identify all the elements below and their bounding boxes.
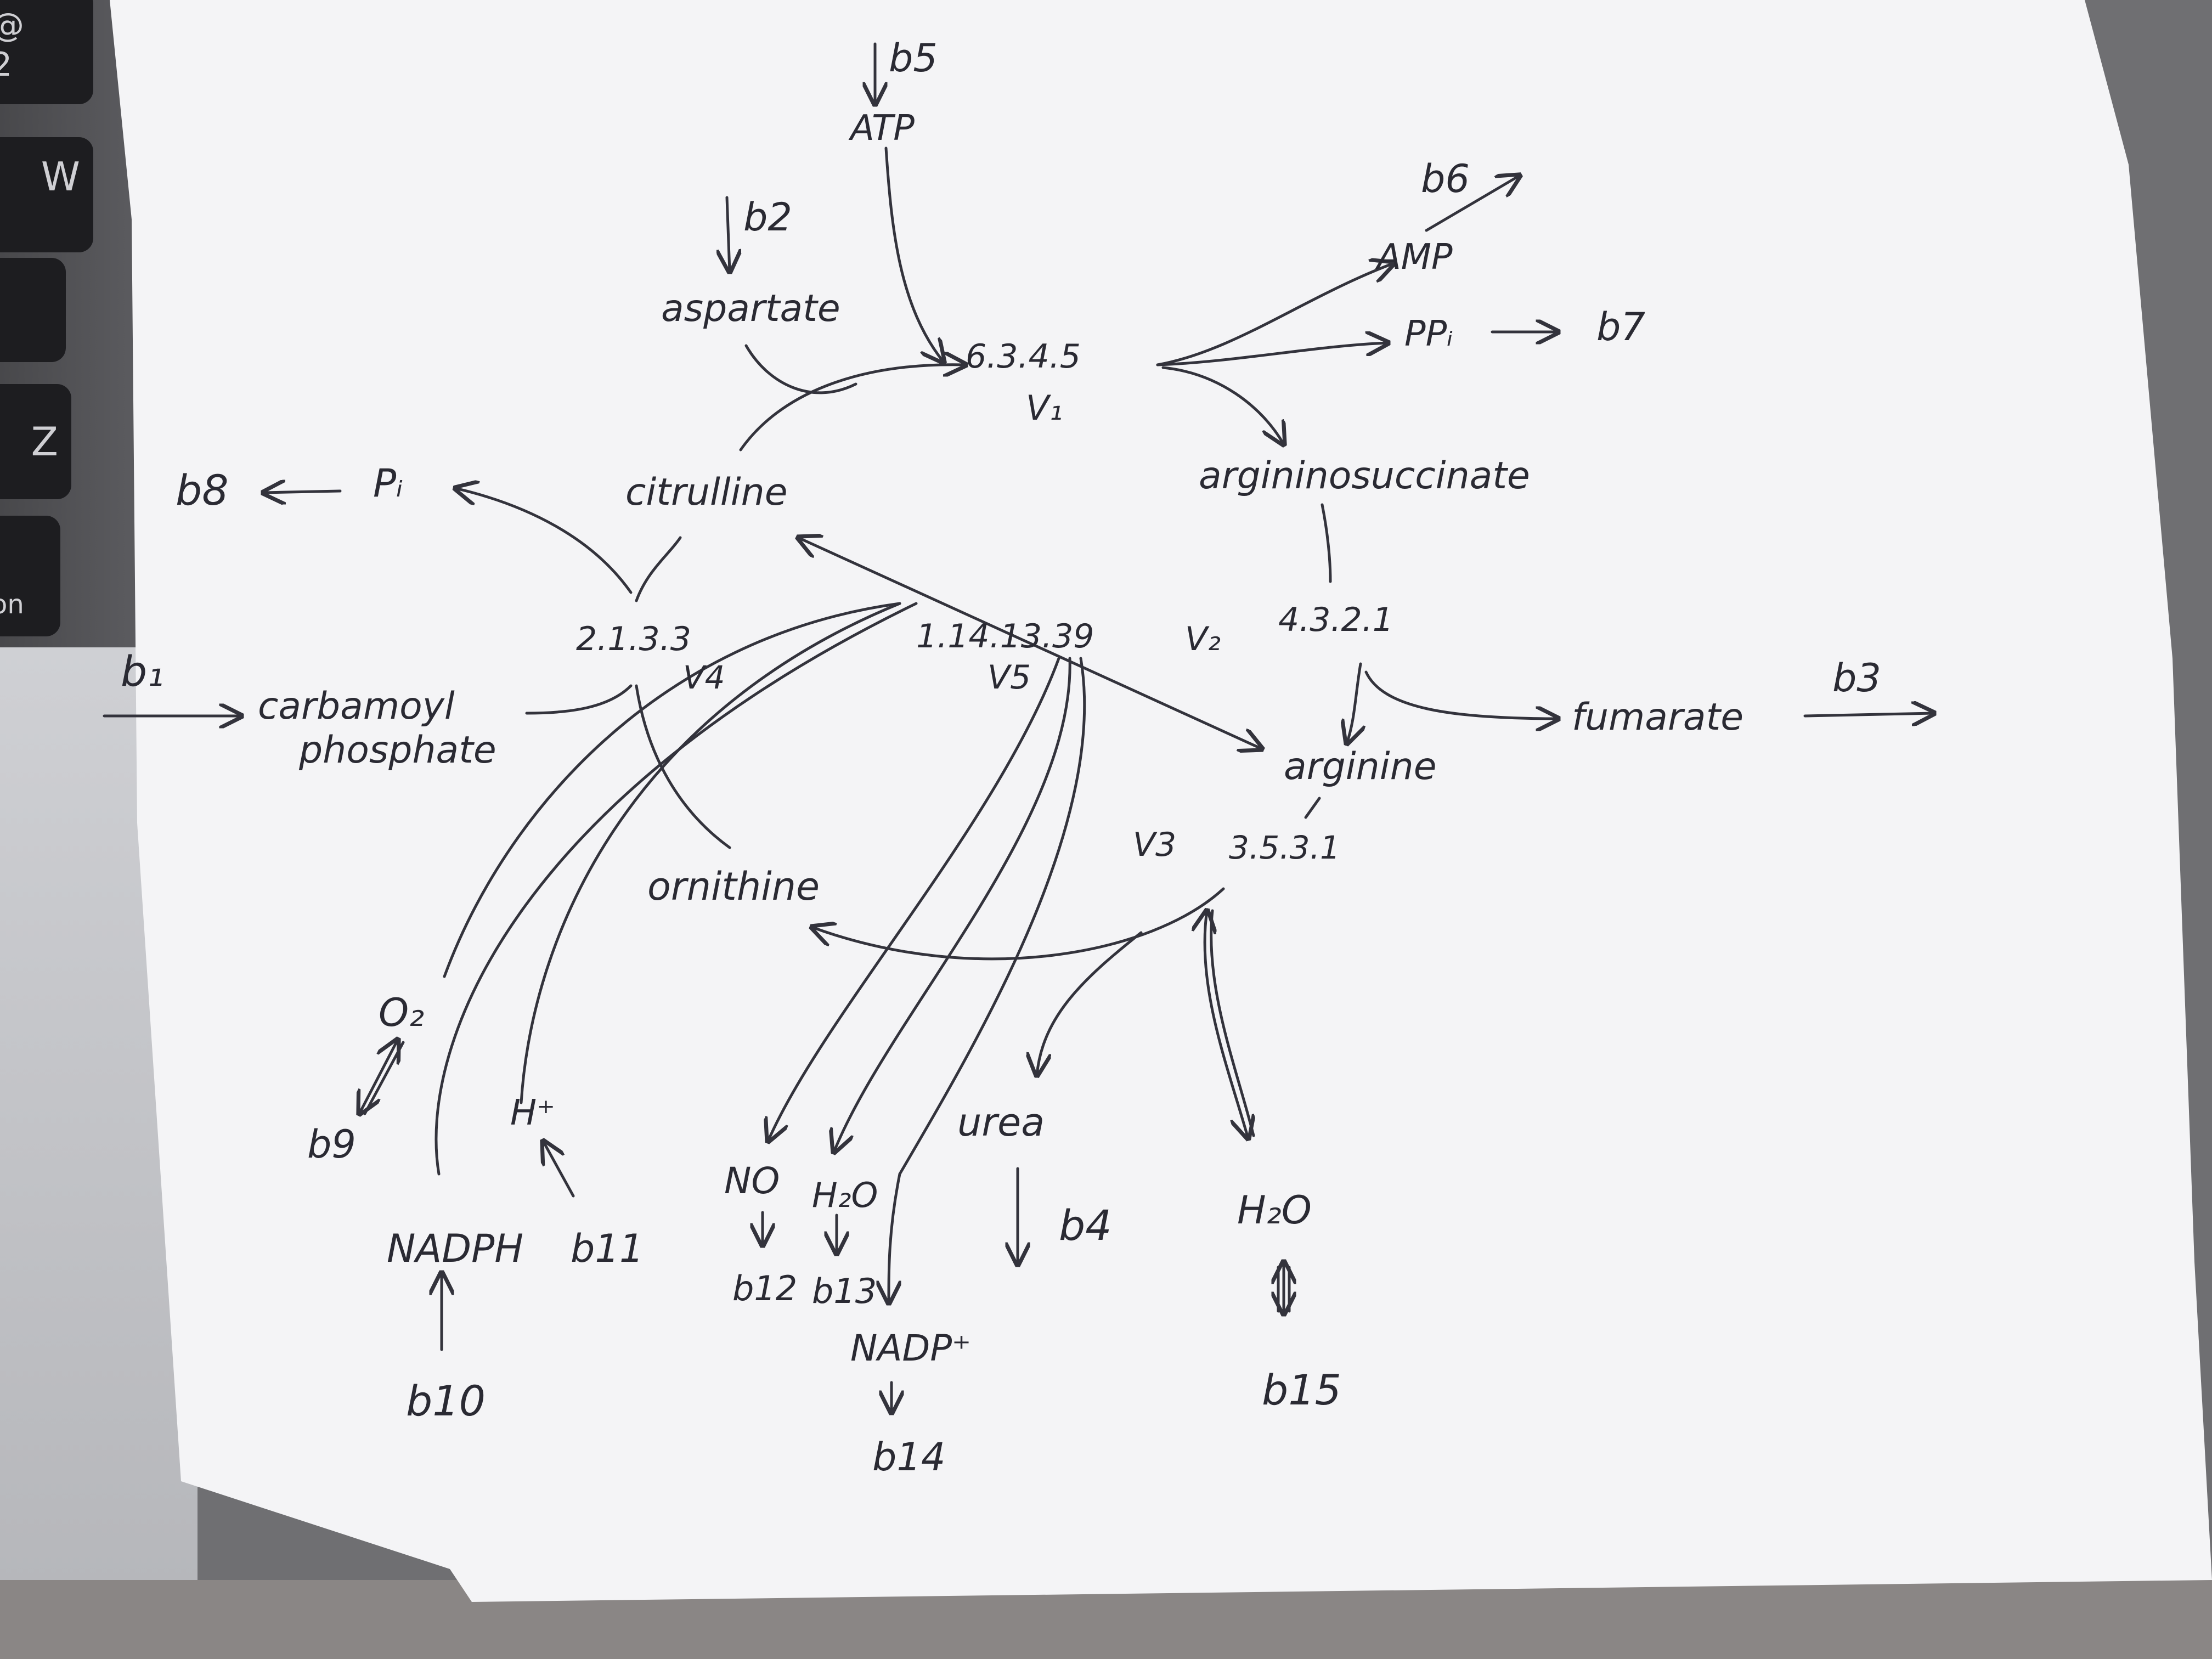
key-2: @ 2 xyxy=(0,0,93,104)
hplus-label: H⁺ xyxy=(510,1093,555,1133)
b10-label: b10 xyxy=(406,1376,486,1425)
b7-label: b7 xyxy=(1596,304,1645,349)
key-z: Z xyxy=(0,384,71,499)
enzyme-2133-ec: 2.1.3.3 xyxy=(576,620,691,658)
citrulline-label: citrulline xyxy=(625,471,788,514)
b11-label: b11 xyxy=(571,1226,644,1271)
arginine-label: arginine xyxy=(1284,745,1437,788)
b6-label: b6 xyxy=(1421,156,1470,201)
no-label: NO xyxy=(724,1160,780,1202)
boundary-fluxes: b5 b2 b6 b7 b8 b₁ b3 b4 b9 b11 b10 b12 b… xyxy=(121,36,1881,1480)
b9-label: b9 xyxy=(307,1122,356,1167)
h2o-a-label: H₂O xyxy=(812,1175,878,1215)
enzyme-1141339-rate: V5 xyxy=(988,658,1031,697)
b12-label: b12 xyxy=(732,1268,797,1308)
argininosuccinate-label: argininosuccinate xyxy=(1199,454,1530,498)
key-option: on xyxy=(0,516,60,636)
ornithine-label: ornithine xyxy=(647,864,820,909)
enzyme-6345-rate: V₁ xyxy=(1026,388,1063,428)
b3-label: b3 xyxy=(1832,656,1881,701)
paper-sheet xyxy=(110,0,2212,1602)
b1-label: b₁ xyxy=(121,647,164,696)
enzyme-2133-rate: V4 xyxy=(683,659,725,696)
atp-label: ATP xyxy=(848,108,915,149)
b14-label: b14 xyxy=(872,1435,946,1480)
b15-label: b15 xyxy=(1262,1365,1341,1414)
ppi-label: PPᵢ xyxy=(1404,314,1453,354)
enzyme-4321-rate: V₂ xyxy=(1185,620,1221,658)
key-w: W xyxy=(0,137,93,252)
b13-label: b13 xyxy=(812,1271,877,1311)
aspartate-label: aspartate xyxy=(661,287,840,330)
nadph-label: NADPH xyxy=(387,1226,523,1271)
o2-label: O₂ xyxy=(379,990,424,1035)
b8-label: b8 xyxy=(176,466,229,515)
urea-label: urea xyxy=(957,1100,1045,1145)
enzyme-labels: 6.3.4.5 V₁ 4.3.2.1 V₂ 3.5.3.1 V3 2.1.3.3… xyxy=(576,337,1393,866)
b4-label: b4 xyxy=(1059,1201,1112,1250)
b2-label: b2 xyxy=(743,195,792,240)
amp-label: AMP xyxy=(1375,237,1453,278)
b5-label: b5 xyxy=(889,36,938,81)
fumarate-label: fumarate xyxy=(1572,696,1743,739)
enzyme-3531-ec: 3.5.3.1 xyxy=(1229,829,1340,866)
h2o-b-label: H₂O xyxy=(1237,1188,1312,1233)
pi-label: Pᵢ xyxy=(373,461,403,506)
nadp-label: NADP⁺ xyxy=(850,1327,971,1369)
key-blank xyxy=(0,258,66,362)
enzyme-3531-rate: V3 xyxy=(1133,826,1176,864)
enzyme-1141339-ec: 1.14.13.39 xyxy=(916,617,1094,656)
enzyme-4321-ec: 4.3.2.1 xyxy=(1278,601,1393,639)
enzyme-6345-ec: 6.3.4.5 xyxy=(966,337,1081,376)
phosphate-label: phosphate xyxy=(298,729,496,772)
reaction-arrows xyxy=(103,42,1934,1413)
carbamoyl-label: carbamoyl xyxy=(258,685,455,728)
metabolite-labels: ATP aspartate AMP PPᵢ argininosuccinate … xyxy=(258,108,1743,1369)
